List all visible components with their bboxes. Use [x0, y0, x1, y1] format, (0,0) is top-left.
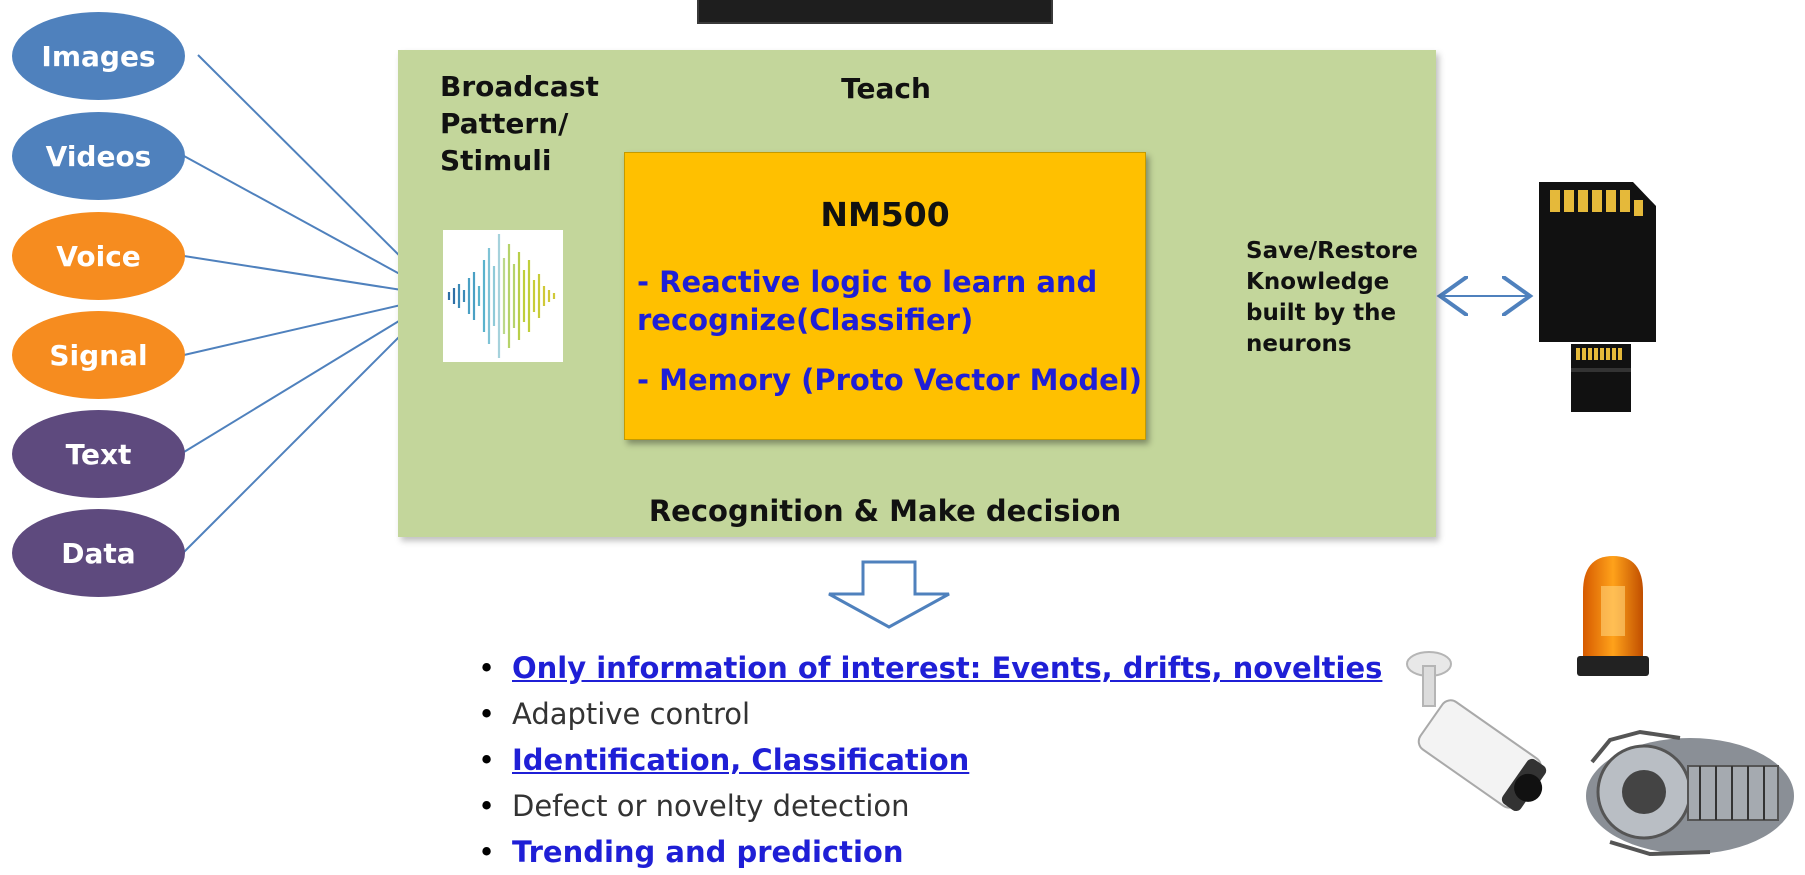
input-voice: Voice [12, 212, 185, 300]
input-connector-line [183, 295, 441, 356]
input-connector-line [183, 255, 441, 297]
chip-feature-memory: - Memory (Proto Vector Model) [637, 363, 1143, 397]
security-camera-icon [1403, 648, 1563, 822]
nm500-chip: NM500 - Reactive logic to learn and reco… [624, 152, 1146, 440]
input-data: Data [12, 509, 185, 597]
input-text: Text [12, 410, 185, 498]
warning-beacon-icon [1573, 552, 1653, 684]
list-item: Defect or novelty detection [478, 783, 1382, 829]
chip-title: NM500 [820, 195, 950, 234]
down-arrow-icon [826, 560, 952, 634]
list-item: Only information of interest: Events, dr… [478, 645, 1382, 691]
chip-feature-classifier: - Reactive logic to learn and recognize(… [637, 265, 1098, 337]
sd-card-icon [1535, 176, 1660, 430]
photo-thumbnail [697, 0, 1053, 24]
input-connector-line [183, 155, 441, 297]
list-item: Identification, Classification [478, 737, 1382, 783]
input-connector-line [183, 295, 441, 553]
input-connector-line [183, 295, 441, 453]
input-videos: Videos [12, 112, 185, 200]
recognition-label: Recognition & Make decision [648, 494, 1122, 528]
teach-label: Teach [841, 72, 931, 105]
waveform-icon [443, 230, 563, 362]
save-restore-label: Save/Restore Knowledge built by the neur… [1246, 238, 1418, 357]
input-signal: Signal [12, 311, 185, 399]
list-item: Trending and prediction [478, 829, 1382, 875]
input-images: Images [12, 12, 185, 100]
output-list: Only information of interest: Events, dr… [478, 645, 1382, 875]
list-item: Adaptive control [478, 691, 1382, 737]
broadcast-label: Broadcast Pattern/ Stimuli [440, 70, 599, 177]
engine-icon [1580, 722, 1802, 866]
